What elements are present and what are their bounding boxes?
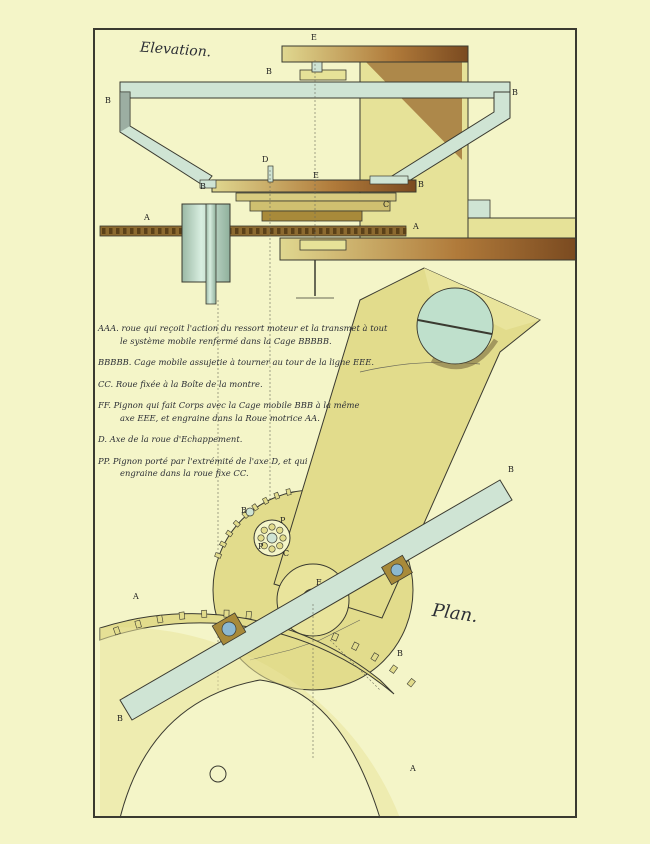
legend-bbbbb-line1: BBBBB. Cage mobile assujetie à tourner a… xyxy=(98,357,375,367)
label-c-plan: C xyxy=(283,549,290,558)
label-c-mid: C xyxy=(383,200,390,209)
label-b-left: B xyxy=(105,96,111,105)
legend-pp-line2: engraine dans la roue fixe CC. xyxy=(120,468,249,478)
label-b-plan-left: B xyxy=(117,714,123,723)
legend-cc-line1: CC. Roue fixée à la Boîte de la montre. xyxy=(98,378,263,389)
label-b-mid-left: B xyxy=(200,182,206,191)
label-b-top: B xyxy=(266,67,272,76)
label-e-top: E xyxy=(311,33,317,42)
top-plate-e xyxy=(281,45,469,63)
label-a-right: A xyxy=(413,222,419,231)
legend: AAA. roue qui reçoit l'action du ressort… xyxy=(98,322,398,489)
drawing-border xyxy=(93,28,577,818)
legend-ff-line1: FF. Pignon qui fait Corps avec la Cage m… xyxy=(98,400,360,410)
pinion-pp xyxy=(253,519,291,557)
label-e-mid: E xyxy=(313,171,319,180)
label-a-plan-left: A xyxy=(133,592,139,601)
legend-aaa: AAA. roue qui reçoit l'action du ressort… xyxy=(98,322,398,347)
legend-pp: PP. Pignon porté par l'extrémité de l'ax… xyxy=(98,455,398,480)
legend-d: D. Axe de la roue d'Echappement. xyxy=(98,433,398,446)
legend-aaa-line2: le système mobile renfermé dans la Cage … xyxy=(120,335,332,346)
legend-ff: FF. Pignon qui fait Corps avec la Cage m… xyxy=(98,399,398,424)
label-p1: P xyxy=(280,516,286,525)
legend-bbbbb: BBBBB. Cage mobile assujetie à tourner a… xyxy=(98,356,398,369)
label-f-plan: F xyxy=(316,578,322,587)
cage-bar-plan xyxy=(119,479,513,721)
label-b-plan-top: B xyxy=(508,465,514,474)
legend-pp-line1: PP. Pignon porté par l'extrémité de l'ax… xyxy=(98,455,308,466)
legend-aaa-line1: AAA. roue qui reçoit l'action du ressort… xyxy=(98,323,388,333)
legend-ff-line2: axe EEE, et engraine dans la Roue motric… xyxy=(120,412,320,423)
label-b-plan-right: B xyxy=(397,649,403,658)
label-p2: P xyxy=(258,542,264,551)
label-a-plan-right: A xyxy=(410,764,416,773)
legend-d-line1: D. Axe de la roue d'Echappement. xyxy=(98,434,243,444)
label-b-small-top: B xyxy=(241,506,247,515)
label-b-right: B xyxy=(512,88,518,97)
label-d-elevation: D xyxy=(262,155,269,164)
label-a-left: A xyxy=(144,213,150,222)
wheel-cc-teeth xyxy=(214,488,292,559)
label-b-mid-right: B xyxy=(418,180,424,189)
legend-cc: CC. Roue fixée à la Boîte de la montre. xyxy=(98,378,398,391)
